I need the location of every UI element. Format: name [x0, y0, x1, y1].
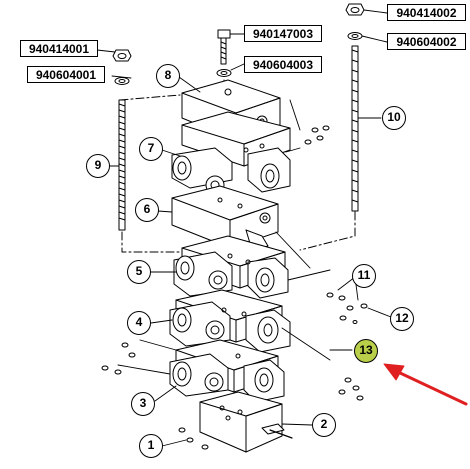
washer-top-right — [347, 32, 363, 40]
bolt-top — [217, 29, 231, 65]
callout-6: 6 — [135, 198, 159, 222]
part-number-940604001: 940604001 — [27, 66, 105, 83]
washer-top-center — [216, 69, 232, 77]
tie-rod-9 — [118, 99, 126, 231]
red-pointer-arrow — [383, 363, 468, 406]
part-7-valve-section — [171, 111, 291, 195]
leader-lines — [96, 9, 392, 447]
part-number-940414002: 940414002 — [387, 4, 466, 21]
callout-3: 3 — [131, 392, 155, 416]
callout-7: 7 — [139, 137, 163, 161]
part-number-940604002: 940604002 — [387, 33, 466, 50]
part-number-940414001: 940414001 — [20, 40, 98, 57]
tie-rod-10 — [351, 45, 359, 212]
o-rings — [101, 125, 368, 450]
part-number-940604003: 940604003 — [244, 56, 322, 73]
part-number-940147003: 940147003 — [244, 25, 322, 42]
washer-left — [114, 77, 130, 85]
part-6-separator-plate — [171, 185, 279, 251]
nut-top-right — [345, 3, 365, 16]
part-3-valve-section — [169, 339, 285, 403]
callout-11: 11 — [352, 264, 376, 288]
callout-10: 10 — [382, 106, 406, 130]
callout-13-highlighted: 13 — [354, 339, 378, 363]
callout-12: 12 — [390, 307, 414, 331]
callout-2: 2 — [312, 413, 336, 437]
callout-1: 1 — [139, 434, 163, 458]
part-4-valve-section — [169, 289, 291, 353]
callout-8: 8 — [156, 64, 180, 88]
callout-5: 5 — [127, 260, 151, 284]
callout-9: 9 — [86, 154, 110, 178]
nut-left — [112, 49, 132, 62]
part-2-base-block — [199, 391, 293, 453]
callout-4: 4 — [127, 311, 151, 335]
part-5-valve-section — [173, 235, 289, 299]
